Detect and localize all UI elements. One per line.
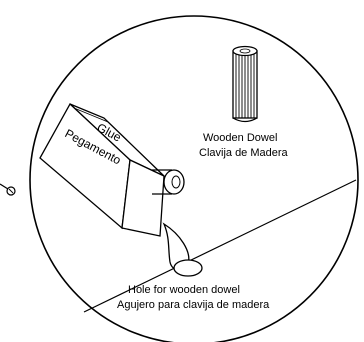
- dowel-hole-icon: [173, 259, 203, 277]
- screw-icon: [0, 183, 16, 196]
- wooden-dowel-icon: [232, 45, 258, 123]
- hole-label-en: Hole for wooden dowel: [128, 284, 240, 296]
- dowel-label-es: Clavija de Madera: [199, 147, 289, 159]
- hole-label-es: Agujero para clavija de madera: [117, 299, 270, 311]
- detail-circle: [29, 15, 359, 342]
- dowel-label-en: Wooden Dowel: [203, 132, 277, 144]
- glue-bottle-icon: [39, 102, 185, 237]
- board-edge-line: [83, 179, 357, 313]
